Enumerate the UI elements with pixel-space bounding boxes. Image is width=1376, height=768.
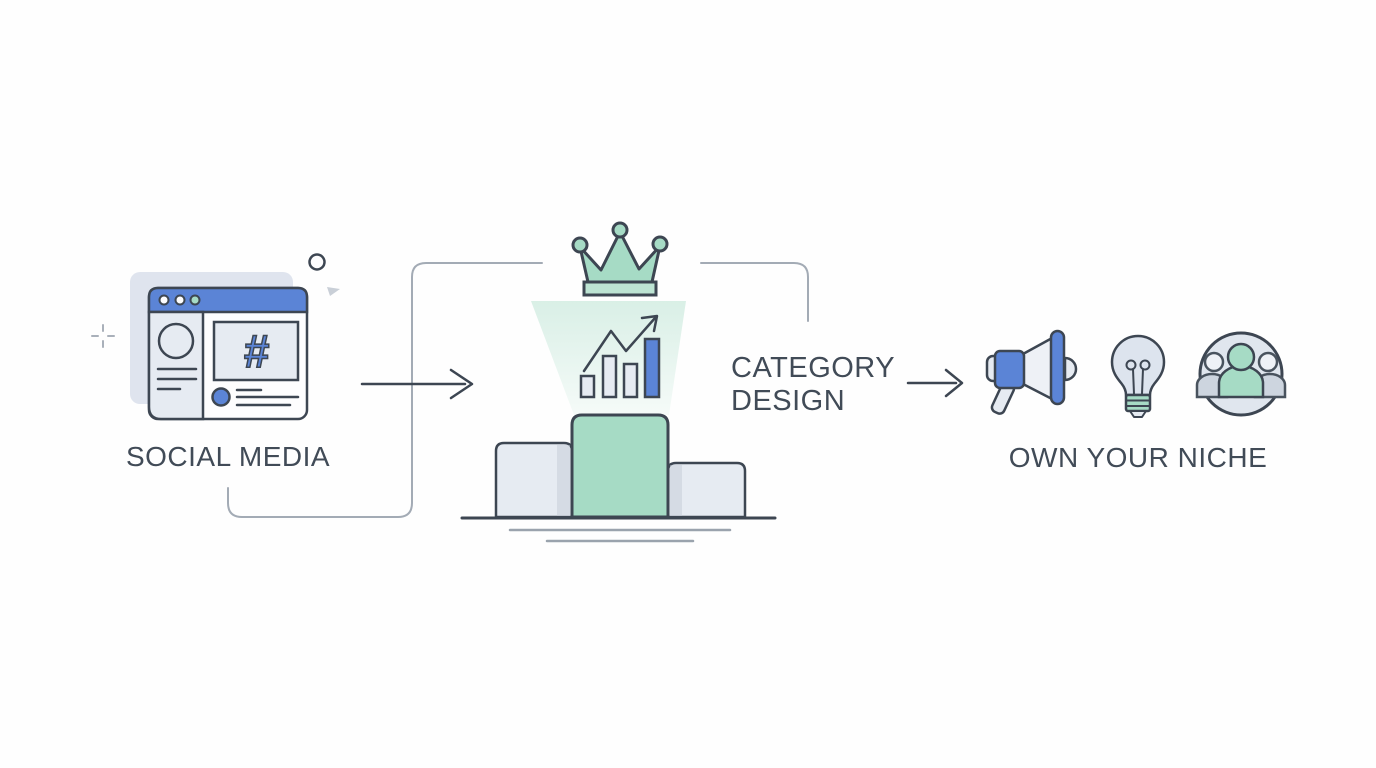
person-left-head [1203,351,1225,373]
browser-sidebar [147,310,205,421]
lightbulb-icon [1110,334,1166,418]
people-group-icon [1195,331,1287,417]
trend-arrow [582,316,657,373]
avatar-icon [157,322,195,360]
social-media-label: SOCIAL MEDIA [125,441,331,472]
bulb-base [1124,393,1152,413]
category-design-label-line2: DESIGN [731,385,846,417]
winner-podium-icon [460,413,777,543]
flow-arrow-1 [360,368,474,400]
window-dot [158,294,170,306]
social-media-node: # [91,253,340,421]
bulb-filament [1125,359,1151,395]
growth-bar-chart-icon [579,314,661,399]
person-center-head [1226,342,1256,372]
crown-band [582,280,658,297]
flow-arrow-2 [906,368,964,398]
browser-window-icon: # [147,286,309,421]
connector-right-line [700,262,809,322]
megaphone-rim [1049,329,1066,406]
megaphone-cap [1063,356,1078,382]
own-your-niche-label: OWN YOUR NICHE [1008,442,1268,473]
category-design-label: CATEGORY DESIGN [731,352,895,418]
sparkle-decoration [327,287,340,296]
bulb-tip [1129,410,1147,418]
crosshair-decoration [91,324,115,348]
post-text-lines [235,388,300,407]
category-design-node [460,221,777,543]
post-avatar-icon [211,387,231,407]
window-dot [174,294,186,306]
bulb-glass [1110,334,1166,397]
hashtag-panel [212,320,300,382]
browser-header [147,286,309,314]
person-right-head [1257,351,1279,373]
connector-left-line [227,262,543,518]
hashtag-glyph: # [243,325,269,377]
window-dot [189,294,201,306]
crown-icon [571,221,669,297]
podium-center-block [570,413,670,519]
megaphone-body [993,349,1026,390]
category-design-label-line1: CATEGORY [731,352,896,384]
circle-decoration [308,253,326,271]
sidebar-text-lines [156,367,198,391]
megaphone-cone [1021,335,1056,402]
own-your-niche-node [985,329,1287,418]
megaphone-icon [985,329,1078,415]
